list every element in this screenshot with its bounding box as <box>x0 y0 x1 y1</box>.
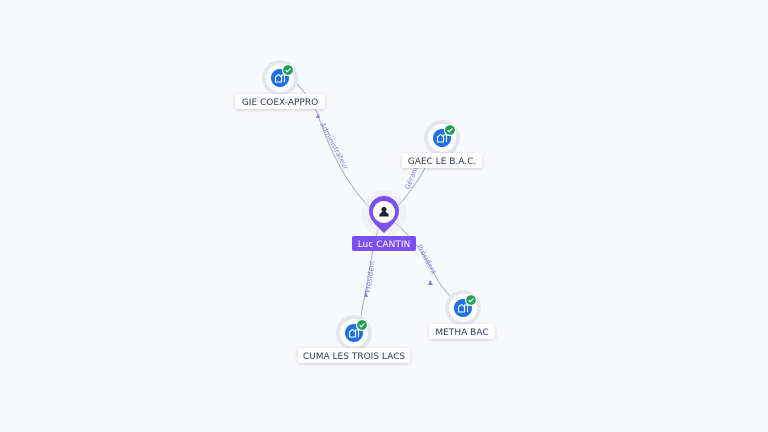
check-icon <box>447 127 453 133</box>
node-label-bg <box>298 348 410 363</box>
person-icon <box>379 206 389 217</box>
edge-label-gaec: Gérant <box>403 165 420 191</box>
center-node[interactable]: Luc CANTIN <box>352 190 416 251</box>
check-icon <box>359 322 365 328</box>
check-icon <box>285 67 291 73</box>
check-badge <box>464 293 478 307</box>
company-node-gaec[interactable]: GAEC LE B.A.C. <box>402 120 482 168</box>
company-label: GAEC LE B.A.C. <box>408 157 477 167</box>
edge-label-metha: Président <box>415 243 438 276</box>
arrow-cuma <box>364 292 368 297</box>
node-label-bg <box>429 324 495 339</box>
arrow-gie <box>316 113 320 118</box>
edge-label-gie: Administrateur <box>318 121 350 171</box>
company-node-cuma[interactable]: CUMA LES TROIS LACS <box>298 315 410 363</box>
company-label: METHA BAC <box>435 328 488 338</box>
building-icon <box>274 73 286 83</box>
check-badge <box>443 123 457 137</box>
check-icon <box>468 297 474 303</box>
edge-label-cuma: Président <box>364 260 377 294</box>
building-icon <box>436 133 448 143</box>
node-label-bg <box>235 94 325 109</box>
arrow-metha <box>428 280 433 285</box>
node-label-bg <box>402 153 482 168</box>
company-label: CUMA LES TROIS LACS <box>303 352 405 362</box>
edge-metha <box>393 221 456 301</box>
company-label: GIE COEX-APPRO <box>242 98 318 108</box>
check-badge <box>281 63 295 77</box>
company-node-metha[interactable]: METHA BAC <box>429 290 495 339</box>
company-node-gie[interactable]: GIE COEX-APPRO <box>235 60 325 109</box>
building-icon <box>348 328 360 338</box>
center-label: Luc CANTIN <box>358 240 410 250</box>
check-badge <box>355 318 369 332</box>
center-label-bg <box>352 236 416 251</box>
building-icon <box>457 303 469 313</box>
